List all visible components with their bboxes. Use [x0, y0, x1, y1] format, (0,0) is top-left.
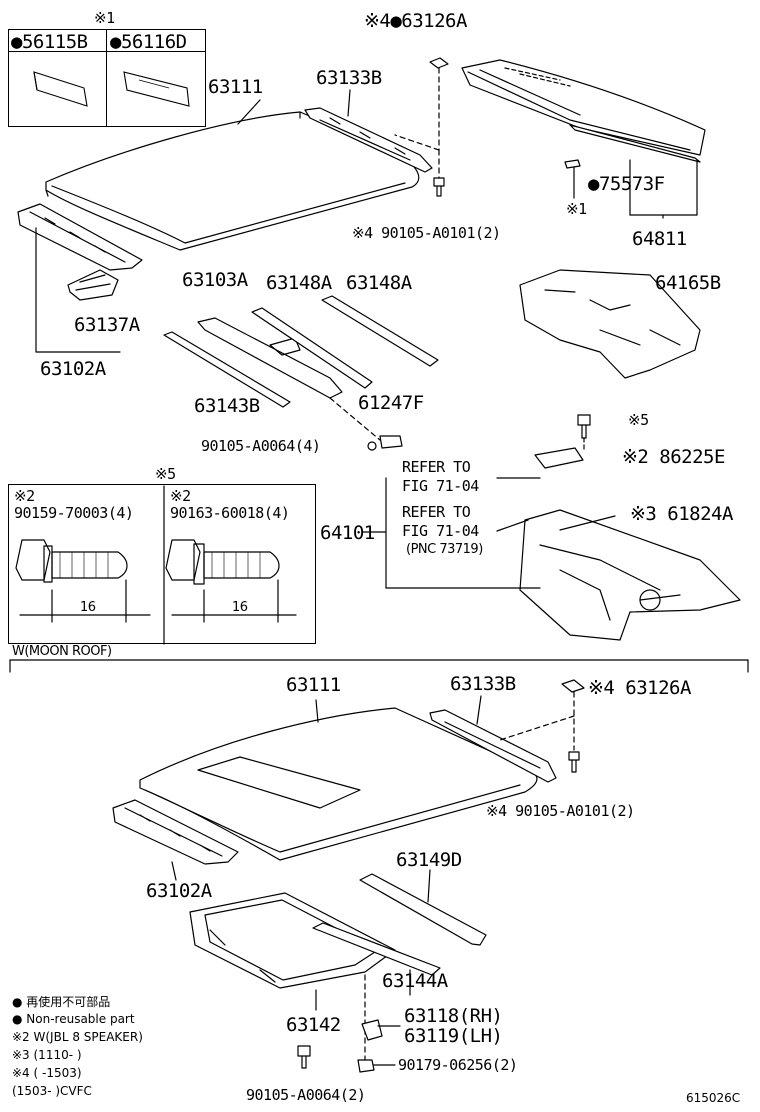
bracket-63102A: [35, 227, 121, 353]
label-mark1: ※1: [566, 200, 587, 218]
moonroof-header: W(MOON ROOF): [12, 644, 112, 659]
roof-bow-63103A: [197, 317, 343, 399]
screw-86225E: [577, 414, 591, 439]
part-56116D: ●56116D: [110, 31, 187, 53]
bolt-left-code: ※2: [14, 487, 35, 505]
label-63148A-1: 63148A: [266, 272, 332, 294]
label-90105-A0101-moonroof: ※4 90105-A0101(2): [486, 802, 635, 820]
label-61824A: ※3 61824A: [630, 503, 733, 525]
label-63149D: 63149D: [396, 849, 462, 871]
roof-panel-63111-moonroof: [139, 707, 538, 861]
kit-box: [8, 29, 206, 127]
label-63111-moonroof: 63111: [286, 674, 341, 696]
label-63148A-2: 63148A: [346, 272, 412, 294]
refer2-line1: REFER TO: [402, 503, 471, 521]
kit-mark: ※1: [94, 9, 115, 27]
roof-silencer-63148A-2: [321, 295, 439, 367]
roof-bow-63144A: [312, 922, 441, 976]
label-63142: 63142: [286, 1014, 341, 1036]
bolt-box: [8, 484, 316, 644]
bolt-right-part: 90163-60018(4): [170, 504, 290, 522]
label-63133B-moonroof: 63133B: [450, 673, 516, 695]
label-90105-A0064-moonroof: 90105-A0064(2): [246, 1086, 366, 1104]
bolt-90163-60018: [165, 539, 297, 623]
back-window-64811: [461, 59, 706, 219]
refer2-line2: FIG 71-04: [402, 522, 479, 540]
label-63143B: 63143B: [194, 395, 260, 417]
bracket-61247F: [379, 435, 403, 449]
label-63111: 63111: [208, 76, 263, 98]
bolt-box-mark: ※5: [155, 465, 176, 483]
label-63119: 63119(LH): [404, 1025, 503, 1047]
label-63102A-moonroof: 63102A: [146, 880, 212, 902]
label-90179-06256: 90179-06256(2): [398, 1056, 518, 1074]
legend-line-4: ※3 (1110- ): [12, 1048, 82, 1062]
package-tray-64101: [519, 509, 741, 641]
rear-reinforcement-63133B-moonroof: [429, 709, 557, 783]
label-63137A: 63137A: [74, 314, 140, 336]
label-63144A: 63144A: [382, 970, 448, 992]
leader-63133B: [347, 89, 351, 117]
roof-silencer-63148A-1: [251, 307, 373, 389]
silencer-64165B: [519, 269, 701, 379]
bolt-right-dim: 16: [232, 600, 248, 615]
front-header-63102A-moonroof: [112, 799, 239, 865]
label-64165B: 64165B: [655, 272, 721, 294]
label-63126A-moonroof: ※4 63126A: [588, 677, 691, 699]
nut-90179: [357, 1059, 375, 1073]
screw-90105-A0064-moonroof: [297, 1045, 311, 1069]
label-63102A: 63102A: [40, 358, 106, 380]
clip-63126A-moonroof: [561, 679, 585, 693]
bolt-left-dim: 16: [80, 600, 96, 615]
ornament-75573F: [564, 159, 581, 169]
label-64811: 64811: [632, 228, 687, 250]
bolt-right-code: ※2: [170, 487, 191, 505]
label-63126A: ※4●63126A: [364, 10, 467, 32]
label-64101: 64101: [320, 522, 375, 544]
refer1-line2: FIG 71-04: [402, 477, 479, 495]
legend-line-2: ● Non-reusable part: [12, 1012, 135, 1026]
bracket-63137A: [67, 269, 119, 301]
legend-line-5: ※4 ( -1503): [12, 1066, 82, 1080]
bracket-63118: [361, 1019, 383, 1041]
label-63133B: 63133B: [316, 67, 382, 89]
figure-id: 615026C: [686, 1091, 741, 1105]
refer2-pnc: (PNC 73719): [406, 542, 483, 557]
legend-line-1: ● 再使用不可部品: [12, 995, 111, 1009]
label-75573F: ●75573F: [588, 173, 665, 195]
roof-bow-63143B: [163, 331, 291, 408]
rear-reinforcement-63133B: [304, 107, 433, 173]
legend-line-3: ※2 W(JBL 8 SPEAKER): [12, 1030, 143, 1044]
label-90105-A0101: ※4 90105-A0101(2): [352, 224, 501, 242]
clip-63126A: [394, 57, 449, 197]
front-header-63102A: [17, 203, 143, 271]
leader-63111: [237, 99, 261, 125]
legend-line-6: (1503- )CVFC: [12, 1084, 92, 1098]
label-86225E: ※2 86225E: [622, 446, 725, 468]
bolt-left-part: 90159-70003(4): [14, 504, 134, 522]
sunroof-frame-63142: [189, 892, 396, 989]
bolt-90159-70003: [15, 539, 151, 623]
dash-61247F: [329, 397, 381, 441]
refer1-line1: REFER TO: [402, 458, 471, 476]
label-90105-A0064: 90105-A0064(4): [201, 437, 321, 455]
speaker-cover-86225E: [534, 447, 584, 469]
label-63118: 63118(RH): [404, 1005, 503, 1027]
label-63103A: 63103A: [182, 269, 248, 291]
label-mark5: ※5: [628, 411, 649, 429]
part-56115B: ●56115B: [11, 31, 88, 53]
roof-panel-63111: [45, 111, 420, 251]
label-61247F: 61247F: [358, 392, 424, 414]
roof-bow-63149D: [359, 873, 487, 946]
